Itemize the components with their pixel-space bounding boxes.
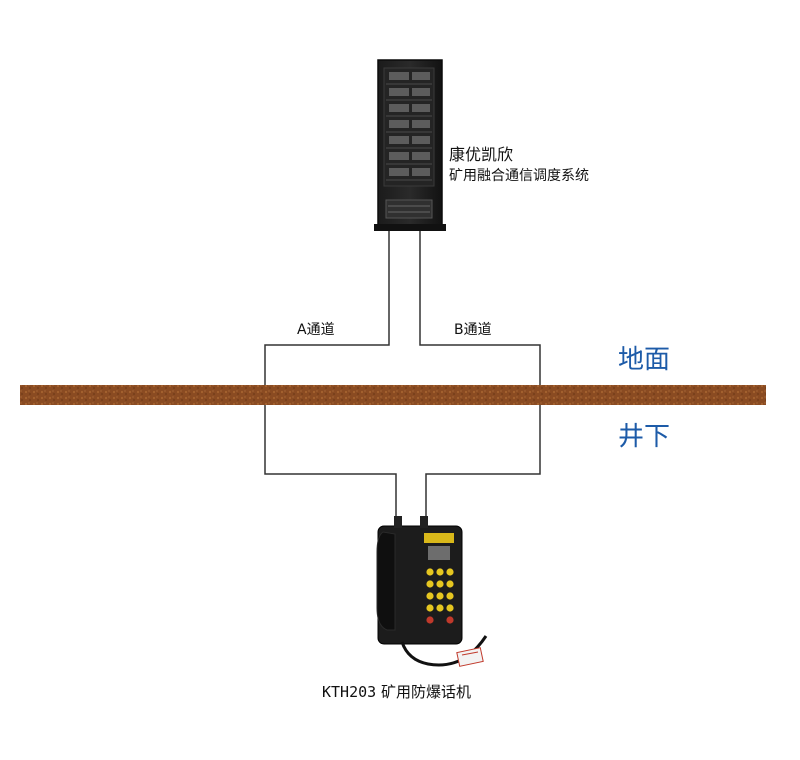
underground-label: 井下: [618, 422, 671, 452]
channel-wires: [264, 231, 541, 520]
server-rack-icon: [374, 59, 446, 231]
channel-a-label: A通道: [297, 322, 335, 338]
explosion-proof-phone-icon: [376, 516, 488, 667]
server-name: 康优凯欣: [449, 145, 514, 164]
ground-strip: [20, 385, 766, 405]
channel-b-label: B通道: [454, 322, 492, 338]
phone-label: KTH203 矿用防爆话机: [322, 681, 471, 702]
phone-description: 矿用防爆话机: [380, 683, 471, 701]
surface-label: 地面: [618, 345, 671, 375]
phone-model: KTH203: [322, 683, 377, 701]
server-description: 矿用融合通信调度系统: [449, 168, 589, 184]
